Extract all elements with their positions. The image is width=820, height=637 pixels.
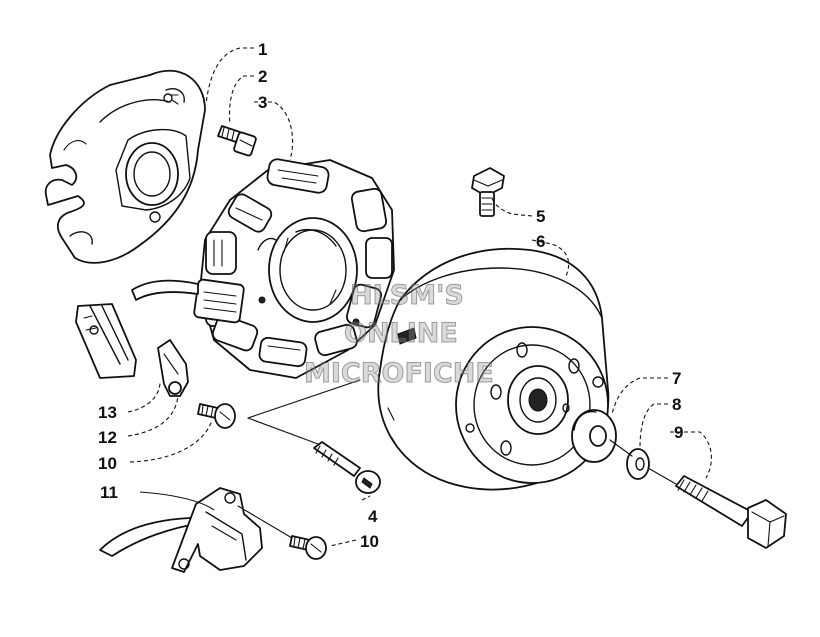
lockwasher-part-8: [626, 448, 650, 480]
bolt-part-9: [675, 475, 787, 549]
callout-leaders: [127, 47, 712, 547]
callout-12: 12: [98, 428, 117, 447]
washer-part-7: [571, 409, 617, 463]
bolt-part-5: [471, 167, 505, 217]
pulser-coil-part-11: [99, 487, 263, 573]
callout-5: 5: [536, 207, 545, 226]
pulser-plate-part-13: [75, 303, 137, 379]
callout-8: 8: [672, 395, 681, 414]
callout-3: 3: [258, 93, 267, 112]
callout-13: 13: [98, 403, 117, 422]
callout-10-upper: 10: [98, 454, 117, 473]
stator-wire: [131, 279, 199, 301]
callout-6: 6: [536, 232, 545, 251]
backing-plate-part: [44, 69, 206, 264]
assembly-lines: [237, 379, 677, 539]
callout-labels: 1 2 3 5 6 7 8 9 4 10 11 13 12 10: [98, 40, 683, 551]
screw-part-10-lower: [289, 535, 327, 560]
callout-2: 2: [258, 67, 267, 86]
bracket-part-12: [157, 339, 189, 397]
callout-4: 4: [368, 507, 378, 526]
callout-10-lower: 10: [360, 532, 379, 551]
callout-1: 1: [258, 40, 267, 59]
watermark-line-1: HLSM'S: [350, 280, 464, 311]
bolt-part-4: [313, 441, 381, 494]
watermark-line-2: ONLINE: [344, 318, 458, 349]
watermark-line-3: MICROFICHE: [304, 358, 494, 389]
stator-part: [193, 158, 395, 379]
callout-11: 11: [100, 483, 118, 502]
callout-9: 9: [674, 423, 683, 442]
flywheel-part-6: [377, 247, 610, 491]
callout-7: 7: [672, 369, 681, 388]
watermark: HLSM'S ONLINE MICROFICHE: [304, 280, 495, 390]
screw-part-2: [217, 125, 257, 157]
screw-part-10-upper: [197, 403, 236, 429]
